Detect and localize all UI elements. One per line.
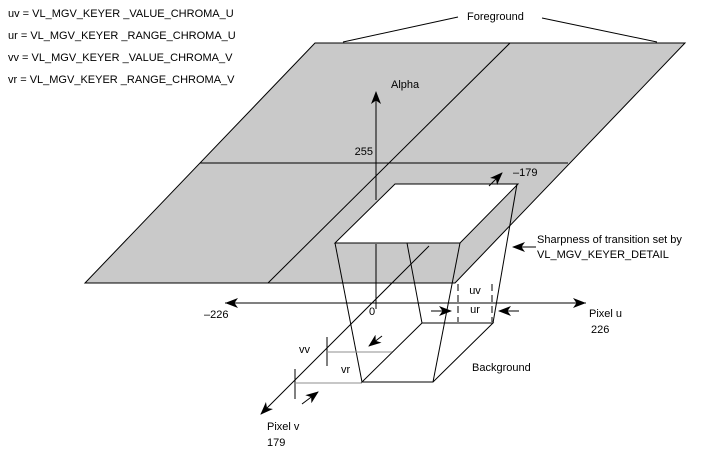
equation-ur: ur = VL_MGV_KEYER _RANGE_CHROMA_U xyxy=(8,30,236,42)
v-axis-label: Pixel v xyxy=(267,421,300,433)
funnel-wall-sw xyxy=(334,242,363,383)
vv-measure-label: vv xyxy=(299,344,310,356)
origin-label: 0 xyxy=(369,306,376,318)
equation-vv: vv = VL_MGV_KEYER _VALUE_CHROMA_V xyxy=(8,52,233,64)
sharpness-note-line2: VL_MGV_KEYER_DETAIL xyxy=(537,249,669,261)
funnel-wall-ne xyxy=(492,183,518,324)
ur-measure-label: ur xyxy=(470,304,480,316)
v-max-label: 179 xyxy=(267,437,286,449)
background-floor xyxy=(360,322,495,383)
equation-vr: vr = VL_MGV_KEYER _RANGE_CHROMA_V xyxy=(8,74,235,86)
v-direction-plane-line xyxy=(267,42,511,284)
u-axis-label: Pixel u xyxy=(589,308,623,320)
foreground-label: Foreground xyxy=(467,11,524,23)
vr-pointer-arrow xyxy=(301,391,319,405)
v-axis-neg179-arrow xyxy=(488,172,503,187)
u-max-label: 226 xyxy=(591,324,610,336)
vr-measure-label: vr xyxy=(341,364,351,376)
alpha-axis-label: Alpha xyxy=(391,79,420,91)
foreground-pointer-left xyxy=(342,16,459,43)
sharpness-note-line1: Sharpness of transition set by xyxy=(537,234,682,246)
v-min-label: –179 xyxy=(513,167,538,179)
vv-pointer-arrow xyxy=(368,334,383,347)
alpha-max-label: 255 xyxy=(354,146,373,158)
v-axis xyxy=(260,245,430,415)
equation-uv: uv = VL_MGV_KEYER _VALUE_CHROMA_U xyxy=(8,8,234,20)
uv-measure-label: uv xyxy=(469,285,481,297)
funnel-wall-nw xyxy=(406,242,423,324)
background-label: Background xyxy=(472,362,531,374)
u-min-label: –226 xyxy=(204,309,229,321)
foreground-pointer-right xyxy=(541,17,658,43)
